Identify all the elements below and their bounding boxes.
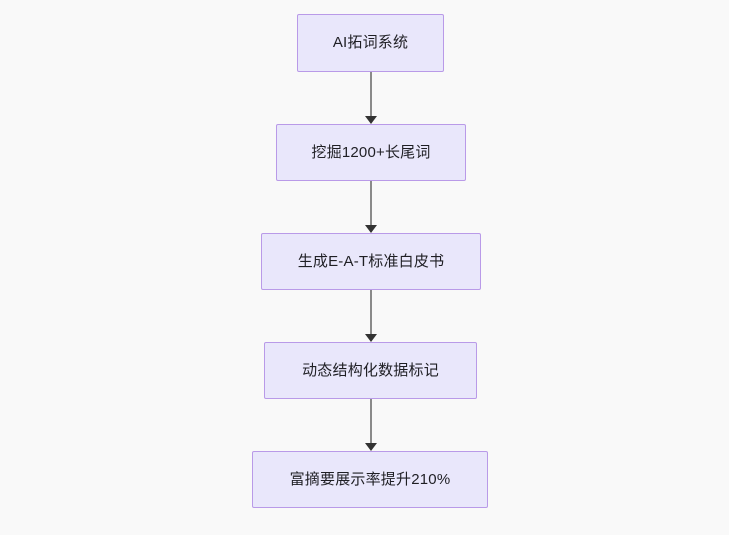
- arrowhead-icon: [365, 334, 377, 342]
- node-label: 生成E-A-T标准白皮书: [297, 252, 445, 270]
- arrowhead-icon: [365, 225, 377, 233]
- flowchart-node-rich-snippet-result[interactable]: 富摘要展示率提升210%: [252, 451, 488, 508]
- flowchart-node-ai-keyword-system[interactable]: AI拓词系统: [297, 14, 444, 72]
- flowchart-node-structured-data-markup[interactable]: 动态结构化数据标记: [264, 342, 477, 399]
- connector-stem: [370, 399, 372, 443]
- connector-node3-node4: [365, 290, 377, 342]
- node-label: 富摘要展示率提升210%: [289, 470, 451, 488]
- connector-stem: [370, 72, 372, 116]
- flowchart-node-eat-whitepaper[interactable]: 生成E-A-T标准白皮书: [261, 233, 481, 290]
- connector-node1-node2: [365, 72, 377, 124]
- connector-node2-node3: [365, 181, 377, 233]
- node-label: AI拓词系统: [332, 34, 409, 51]
- arrowhead-icon: [365, 116, 377, 124]
- node-label: 挖掘1200+长尾词: [311, 143, 431, 161]
- flowchart-node-longtail-keywords[interactable]: 挖掘1200+长尾词: [276, 124, 466, 181]
- arrowhead-icon: [365, 443, 377, 451]
- connector-stem: [370, 181, 372, 225]
- connector-node4-node5: [365, 399, 377, 451]
- connector-stem: [370, 290, 372, 334]
- node-label: 动态结构化数据标记: [302, 361, 439, 379]
